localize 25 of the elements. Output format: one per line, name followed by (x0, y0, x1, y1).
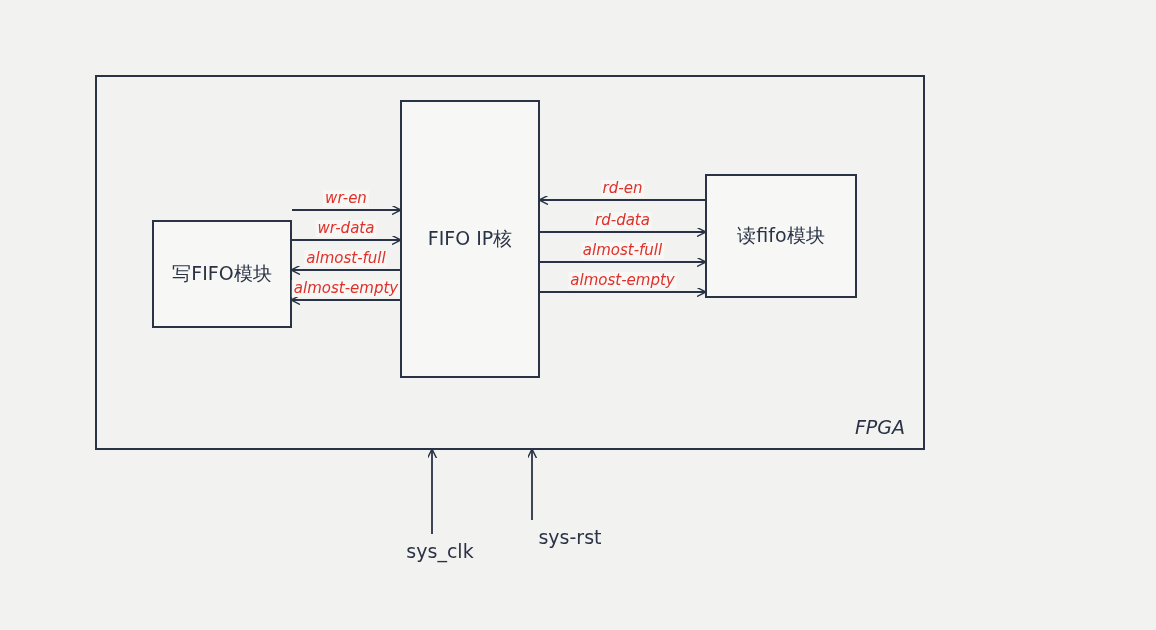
signal-label: sys-rst (538, 526, 602, 548)
fpga-frame (95, 75, 925, 450)
signal-name: almost-full (304, 250, 388, 267)
signal-name: almost-empty (568, 272, 677, 289)
signal-name: rd-en (600, 180, 645, 197)
signal-name: rd-data (593, 212, 652, 229)
signal-arrow (526, 448, 538, 521)
signal-arrow (291, 234, 402, 246)
signal-arrow (539, 226, 707, 238)
module-label: 读fifo模块 (737, 223, 825, 248)
module-label: 写FIFO模块 (172, 261, 272, 286)
signal-label: sys_clk (406, 540, 474, 562)
signal-name: almost-empty (291, 280, 401, 297)
module-box (400, 100, 540, 378)
signal-name: almost-full (580, 242, 665, 259)
module-box (705, 174, 857, 298)
signal-arrow (291, 204, 402, 216)
frame-label: FPGA (854, 416, 905, 438)
signal-arrow (539, 256, 707, 268)
signal-arrow (426, 448, 438, 535)
signal-arrow (539, 286, 707, 298)
signal-name: wr-data (315, 220, 377, 237)
module-box (152, 220, 292, 328)
module-label: FIFO IP核 (427, 226, 513, 251)
signal-name: wr-en (323, 190, 369, 207)
